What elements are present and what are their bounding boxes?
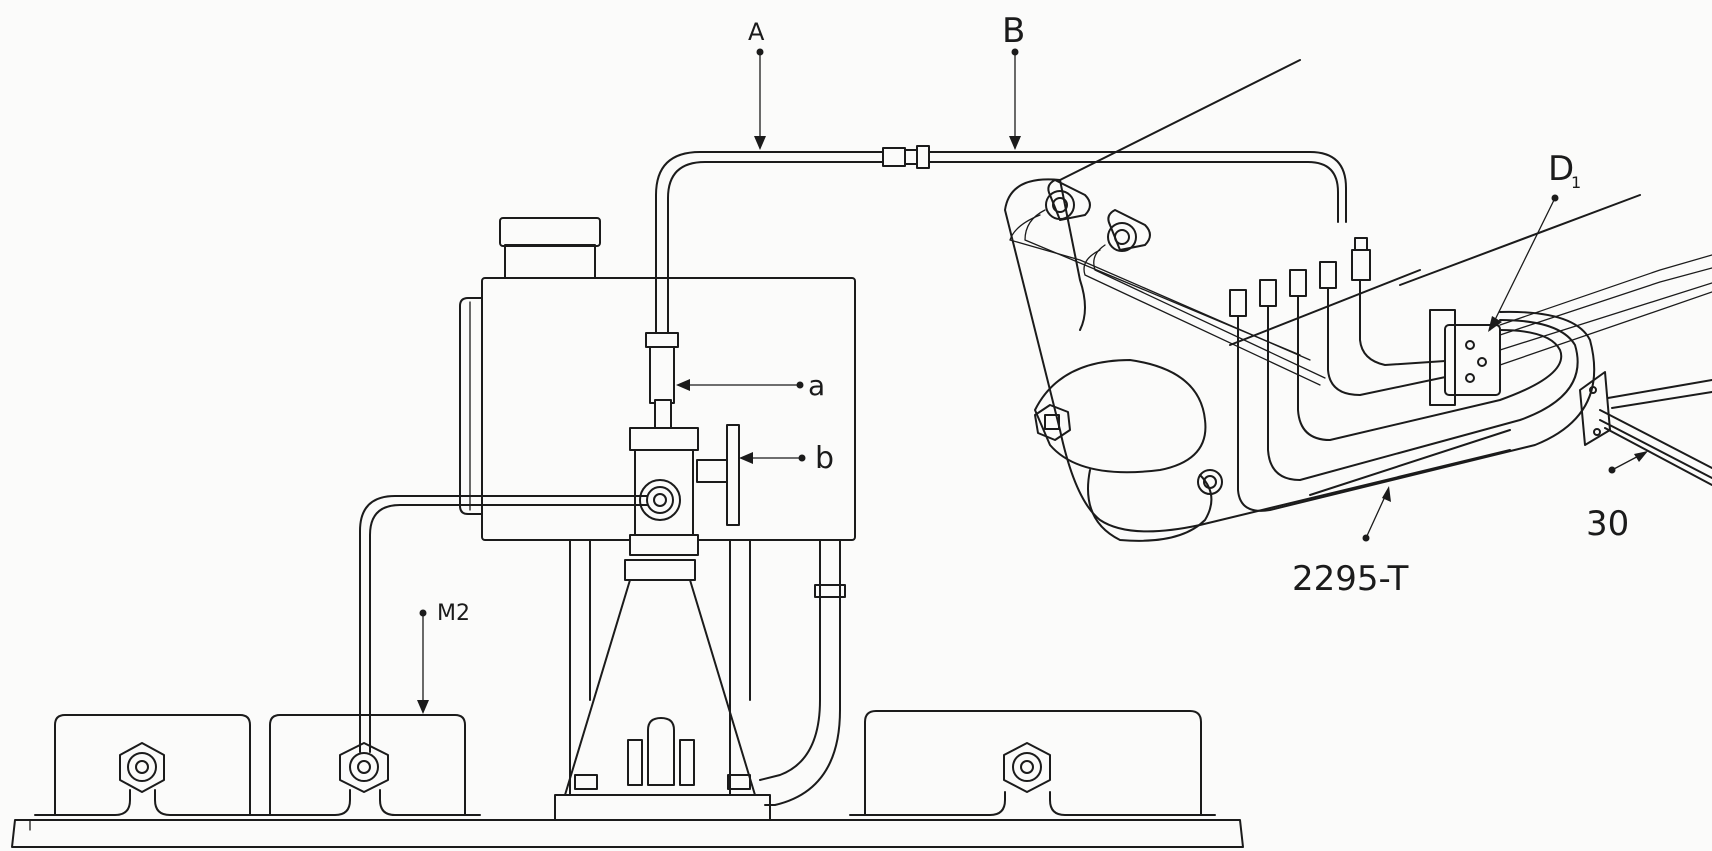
label-2295T: 2295-T [1292, 559, 1409, 599]
base-plate [11, 819, 1244, 848]
line-connector [1229, 237, 1371, 317]
mount-block-left [34, 714, 261, 816]
engine-block [1004, 59, 1641, 542]
label-b: b [815, 441, 834, 476]
label-B: B [1002, 11, 1025, 51]
pipe-m2 [359, 495, 648, 753]
mount-block-m2 [259, 714, 481, 816]
return-pipe [759, 539, 846, 806]
valve-assembly [629, 332, 740, 556]
label-A: A [748, 18, 765, 46]
label-D1: D [1548, 149, 1574, 189]
fuel-line-bundle [1229, 237, 1712, 512]
leader-lines [417, 48, 1648, 714]
pump-stand [554, 539, 771, 821]
flange-30 [1579, 371, 1712, 486]
label-D1-subscript: 1 [1571, 173, 1581, 192]
mount-block-right [849, 710, 1216, 816]
label-30: 30 [1586, 504, 1629, 544]
label-M2: M2 [437, 601, 470, 626]
label-a: a [808, 369, 825, 402]
pipe-a-b [655, 145, 1347, 334]
